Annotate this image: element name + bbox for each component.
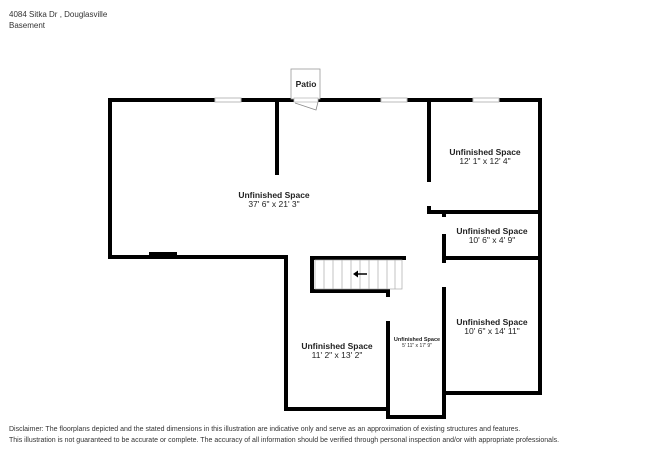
arrow-left-icon: [353, 270, 367, 278]
floor-level: Basement: [9, 21, 46, 30]
room-dims: 10' 6" x 4' 9": [469, 235, 516, 245]
window: [472, 97, 500, 103]
address: 4084 Sitka Dr , Douglasville: [9, 10, 108, 19]
room-narrow: Unfinished Space 5' 11" x 17' 9": [394, 337, 440, 349]
room-dims: 12' 1" x 12' 4": [459, 156, 510, 166]
room-dims: 11' 2" x 13' 2": [312, 350, 363, 360]
room-name: Unfinished Space: [394, 337, 440, 343]
windows: [214, 97, 500, 103]
room-name: Unfinished Space: [449, 147, 521, 157]
window: [380, 97, 408, 103]
room-dims: 5' 11" x 17' 9": [402, 343, 432, 349]
patio-door[interactable]: [293, 97, 319, 111]
room-name: Unfinished Space: [238, 190, 310, 200]
walls: [108, 98, 542, 419]
room-name: Unfinished Space: [456, 317, 528, 327]
room-name: Unfinished Space: [456, 226, 528, 236]
room-lower-left: Unfinished Space 11' 2" x 13' 2": [301, 341, 373, 360]
room-mid-right: Unfinished Space 10' 6" x 4' 9": [456, 226, 528, 245]
room-upper-right: Unfinished Space 12' 1" x 12' 4": [449, 147, 521, 166]
fireplace: [149, 252, 177, 257]
disclaimer-line-2: This illustration is not guaranteed to b…: [9, 437, 560, 444]
room-name: Unfinished Space: [301, 341, 373, 351]
room-lower-right: Unfinished Space 10' 6" x 14' 11": [456, 317, 528, 336]
window: [214, 97, 242, 103]
patio-label: Patio: [296, 79, 317, 89]
room-main: Unfinished Space 37' 6" x 21' 3": [238, 190, 310, 209]
disclaimer-line-1: Disclaimer: The floorplans depicted and …: [9, 426, 521, 433]
room-dims: 10' 6" x 14' 11": [464, 326, 519, 336]
room-dims: 37' 6" x 21' 3": [248, 199, 299, 209]
